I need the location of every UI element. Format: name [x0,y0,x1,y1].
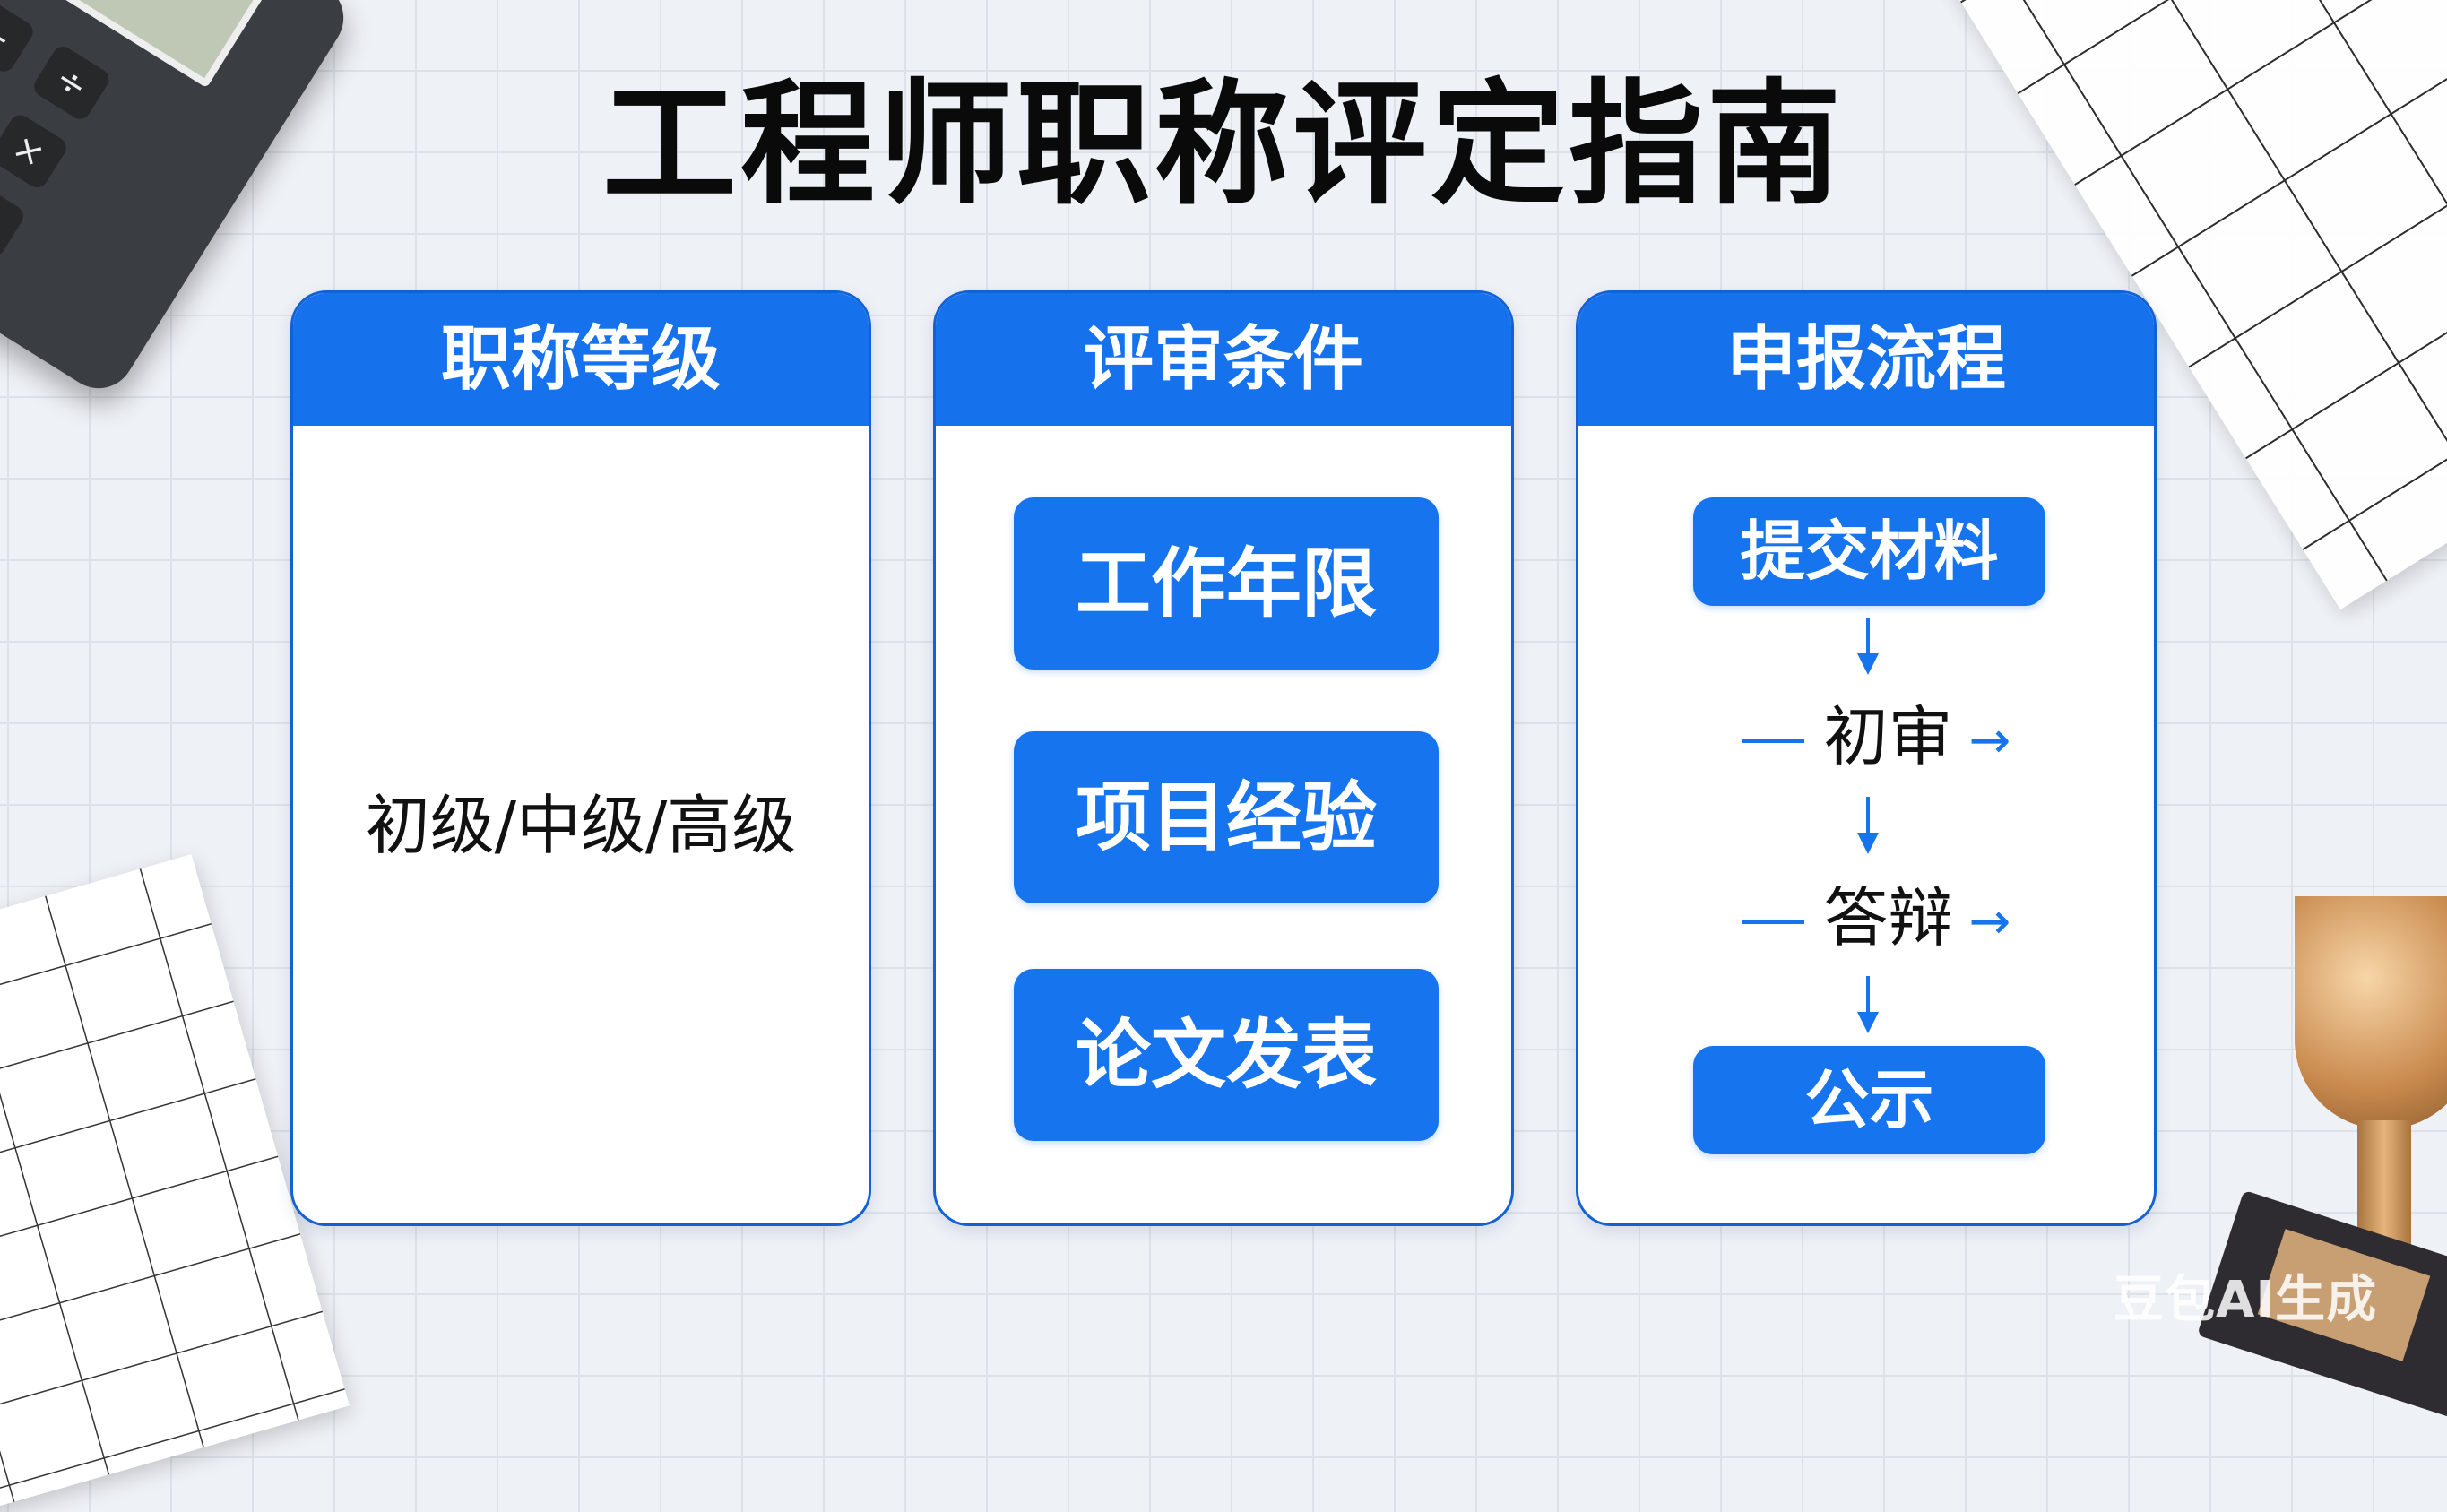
arrow-down-icon [1866,797,1870,838]
card-review-conditions: 评审条件 工作年限 项目经验 论文发表 [933,290,1514,1226]
condition-work-years[interactable]: 工作年限 [1014,497,1439,670]
calc-key: − [0,0,38,76]
trophy-icon [2295,896,2447,1129]
step-defense: 答辩 → [1578,873,2154,963]
card-application-process: 申报流程 提交材料 初审 → 答辩 → 公示 [1576,290,2157,1226]
arrow-down-icon [1866,618,1870,659]
card-header: 申报流程 [1578,293,2154,426]
trophy-stem [2357,1120,2411,1246]
card-header: 评审条件 [936,293,1511,426]
arrow-down-head [1857,653,1879,675]
dash-line [1741,920,1804,925]
condition-paper-publication[interactable]: 论文发表 [1014,969,1439,1141]
levels-text: 初级/中级/高级 [365,788,797,863]
watermark: 豆包AI生成 [2114,1271,2378,1329]
dash-line [1741,739,1804,744]
page-title: 工程师职称评定指南 [601,67,1845,223]
arrow-down-head [1857,833,1879,854]
condition-project-experience[interactable]: 项目经验 [1014,731,1439,903]
card-title-levels: 职称等级 初级/中级/高级 [290,290,871,1226]
arrow-right-icon: → [1968,893,2011,952]
step-publicity[interactable]: 公示 [1693,1046,2045,1154]
card-header: 职称等级 [293,293,869,426]
step-submit-materials[interactable]: 提交材料 [1693,497,2045,606]
step-label: 初审 [1823,699,1953,774]
arrow-down-icon [1866,976,1870,1017]
step-initial-review: 初审 → [1578,692,2154,782]
arrow-down-head [1857,1012,1879,1033]
arrow-right-icon: → [1968,712,2011,771]
step-label: 答辩 [1823,880,1953,955]
